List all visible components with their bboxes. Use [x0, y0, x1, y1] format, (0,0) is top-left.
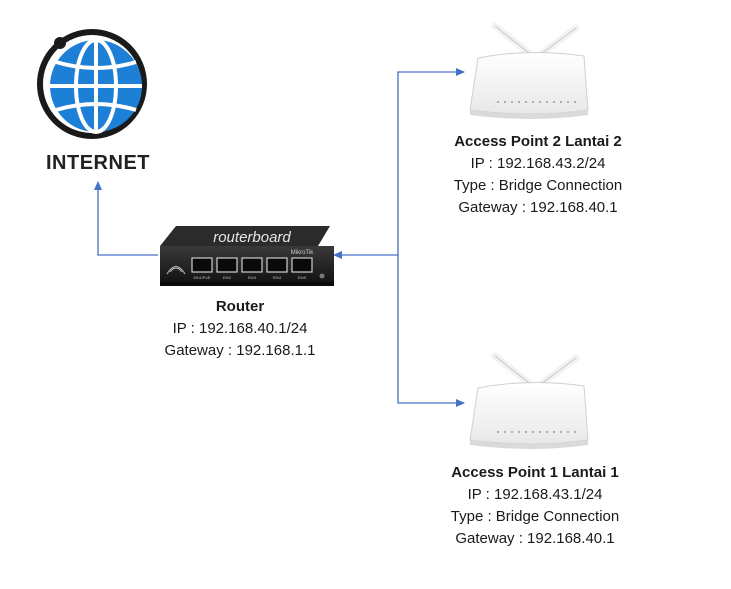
router-port-label: Eth3	[248, 275, 257, 280]
ap1-title: Access Point 1 Lantai 1	[451, 464, 619, 481]
router-port	[241, 257, 263, 273]
router-port	[191, 257, 213, 273]
ap2-ip: IP : 192.168.43.2/24	[470, 155, 606, 172]
access-point-1-device	[469, 352, 589, 449]
connector-router-internet	[94, 181, 158, 256]
ap2-type: Type : Bridge Connection	[453, 177, 623, 194]
ap1-ip: IP : 192.168.43.1/24	[467, 486, 603, 503]
ap1-info: Access Point 1 Lantai 1 IP : 192.168.43.…	[415, 462, 655, 550]
router-maker-text: MikroTik	[291, 250, 314, 256]
router-gateway: Gateway : 192.168.1.1	[164, 342, 316, 359]
ap2-gateway: Gateway : 192.168.40.1	[458, 199, 618, 216]
ap2-info: Access Point 2 Lantai 2 IP : 192.168.43.…	[418, 131, 658, 219]
router-ip: IP : 192.168.40.1/24	[172, 320, 308, 337]
router-port-label: Eth1/PoE	[194, 275, 211, 280]
globe-icon	[37, 29, 147, 139]
router-port	[266, 257, 288, 273]
router-port-label: Eth4	[273, 275, 282, 280]
router-title: Router	[215, 298, 265, 315]
router-signal-icon	[166, 266, 186, 275]
ap1-type: Type : Bridge Connection	[450, 508, 620, 525]
router-port	[216, 257, 238, 273]
router-info: Router IP : 192.168.40.1/24 Gateway : 19…	[130, 296, 350, 362]
ap1-gateway: Gateway : 192.168.40.1	[455, 530, 615, 547]
ap2-title: Access Point 2 Lantai 2	[454, 133, 622, 150]
connectors	[94, 68, 465, 407]
router-port-label: Eth2	[223, 275, 232, 280]
router-ports	[191, 257, 313, 273]
router-port-label: Eth5	[298, 275, 307, 280]
connector-router-ap1	[397, 255, 465, 407]
internet-label: INTERNET	[46, 152, 150, 174]
access-point-2-device	[469, 22, 589, 119]
router-brand-text: routerboard	[213, 229, 291, 246]
router-port	[291, 257, 313, 273]
router-device: routerboard MikroTik Eth1/PoE Eth2 Eth3 …	[160, 226, 334, 286]
connector-router-ap2	[397, 68, 465, 255]
